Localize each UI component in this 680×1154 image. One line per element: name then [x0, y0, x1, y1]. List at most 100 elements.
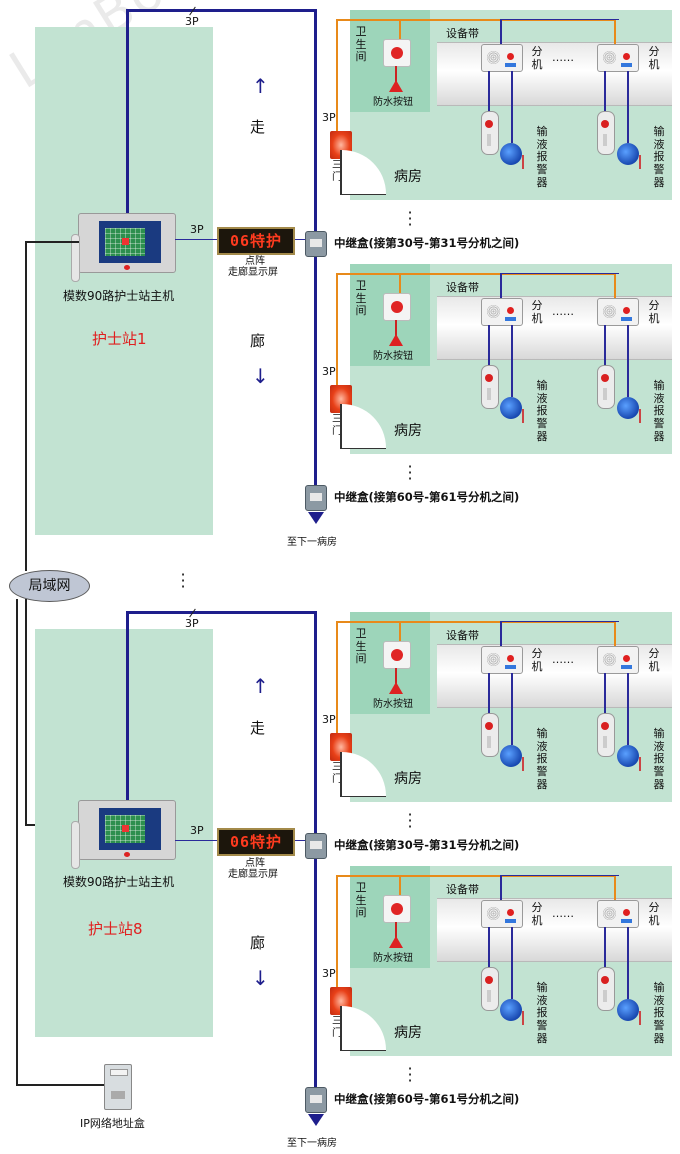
infusion-alarm-label: 输液报警器 [536, 727, 548, 791]
lan-wire [25, 599, 27, 824]
call-pendant-icon[interactable] [597, 713, 615, 757]
extension-label: 分机 [531, 901, 543, 927]
infusion-alarm-icon [617, 999, 639, 1021]
lan-wire [16, 599, 18, 1085]
bus-line [126, 611, 317, 614]
led-display-icon: 06特护 [217, 828, 295, 856]
infusion-alarm-icon [500, 745, 522, 767]
relay-box-icon [305, 833, 327, 859]
door-light-link-label: 3P [322, 713, 336, 726]
extension-label: 分机 [648, 299, 660, 325]
bed-extension-icon[interactable] [481, 298, 523, 326]
led-label-1: 点阵 [245, 256, 265, 267]
corridor-label-bottom: 廊 [250, 332, 266, 350]
waterproof-button-icon[interactable] [383, 895, 411, 923]
bed-extension-icon[interactable] [481, 646, 523, 674]
call-pendant-icon[interactable] [597, 365, 615, 409]
nurse-station-host-icon[interactable] [78, 800, 176, 860]
bed-extension-icon[interactable] [597, 44, 639, 72]
next-room-label: 至下一病房 [287, 1138, 337, 1149]
extension-label: 分机 [531, 647, 543, 673]
extension-label: 分机 [531, 299, 543, 325]
extension-label: 分机 [531, 45, 543, 71]
station-name: 护士站8 [88, 920, 143, 938]
relay-box-icon [305, 485, 327, 511]
ellipsis: …… [552, 653, 574, 666]
call-pendant-icon[interactable] [597, 111, 615, 155]
led-label-1: 点阵 [245, 858, 265, 869]
waterproof-button-label: 防水按钮 [373, 699, 413, 710]
continuation-dots: ··· [407, 457, 413, 488]
ellipsis: …… [552, 305, 574, 318]
bus-3p-label: 3P [185, 15, 199, 28]
infusion-alarm-label: 输液报警器 [536, 379, 548, 443]
ward-label: 病房 [394, 423, 422, 439]
waterproof-button-icon[interactable] [383, 641, 411, 669]
relay-box-icon [305, 1087, 327, 1113]
corridor-label-bottom: 廊 [250, 934, 266, 952]
infusion-alarm-icon [500, 397, 522, 419]
display-wire [175, 239, 217, 240]
handset-icon [71, 821, 80, 869]
nurse-station-panel [35, 27, 213, 535]
ip-address-box-icon [104, 1064, 132, 1110]
bed-extension-icon[interactable] [481, 44, 523, 72]
corridor-label-top: 走 [250, 719, 266, 737]
down-arrow-icon [308, 512, 324, 524]
waterproof-button-label: 防水按钮 [373, 351, 413, 362]
led-display-icon: 06特护 [217, 227, 295, 255]
nurse-station-host-icon[interactable] [78, 213, 176, 273]
lan-wire [25, 241, 27, 571]
call-pendant-icon[interactable] [481, 713, 499, 757]
bus-line [126, 9, 317, 12]
call-pendant-icon[interactable] [481, 111, 499, 155]
ward-label: 病房 [394, 169, 422, 185]
bus-line [126, 611, 129, 801]
down-arrow-icon: ↓ [252, 364, 269, 388]
call-pendant-icon[interactable] [481, 365, 499, 409]
relay-2-label: 中继盒(接第60号-第61号分机之间) [334, 490, 520, 504]
corridor-label-top: 走 [250, 118, 266, 136]
ellipsis: …… [552, 907, 574, 920]
bus-3p-label: 3P [185, 617, 199, 630]
infusion-alarm-label: 输液报警器 [653, 727, 665, 791]
relay-1-label: 中继盒(接第30号-第31号分机之间) [334, 838, 520, 852]
relay-box-icon [305, 231, 327, 257]
down-arrow-icon [308, 1114, 324, 1126]
infusion-alarm-icon [617, 745, 639, 767]
waterproof-button-label: 防水按钮 [373, 97, 413, 108]
bed-extension-icon[interactable] [597, 646, 639, 674]
continuation-dots: ··· [407, 203, 413, 234]
door-light-link-label: 3P [322, 967, 336, 980]
relay-2-label: 中继盒(接第60号-第61号分机之间) [334, 1092, 520, 1106]
waterproof-button-icon[interactable] [383, 39, 411, 67]
ward-label: 病房 [394, 1025, 422, 1041]
infusion-alarm-icon [500, 143, 522, 165]
extension-label: 分机 [648, 647, 660, 673]
continuation-dots: ··· [407, 1059, 413, 1090]
infusion-alarm-icon [617, 143, 639, 165]
lan-wire [25, 241, 79, 243]
call-pendant-icon[interactable] [481, 967, 499, 1011]
infusion-alarm-label: 输液报警器 [653, 981, 665, 1045]
bus-line [126, 9, 129, 214]
handset-icon [71, 234, 80, 282]
equipment-band-label: 设备带 [446, 629, 479, 642]
ip-box-label: IP网络地址盒 [80, 1117, 145, 1130]
display-link-label: 3P [190, 824, 204, 837]
equipment-band-label: 设备带 [446, 27, 479, 40]
bed-extension-icon[interactable] [481, 900, 523, 928]
led-label-2: 走廊显示屏 [228, 267, 278, 278]
door-light-link-label: 3P [322, 111, 336, 124]
bed-extension-icon[interactable] [597, 298, 639, 326]
bed-extension-icon[interactable] [597, 900, 639, 928]
waterproof-button-icon[interactable] [383, 293, 411, 321]
door-light-link-label: 3P [322, 365, 336, 378]
infusion-alarm-icon [500, 999, 522, 1021]
call-pendant-icon[interactable] [597, 967, 615, 1011]
infusion-alarm-icon [617, 397, 639, 419]
station-name: 护士站1 [92, 330, 147, 348]
continuation-dots: ··· [180, 565, 186, 596]
toilet-label: 卫生间 [355, 25, 367, 64]
up-arrow-icon: ↑ [252, 74, 269, 98]
